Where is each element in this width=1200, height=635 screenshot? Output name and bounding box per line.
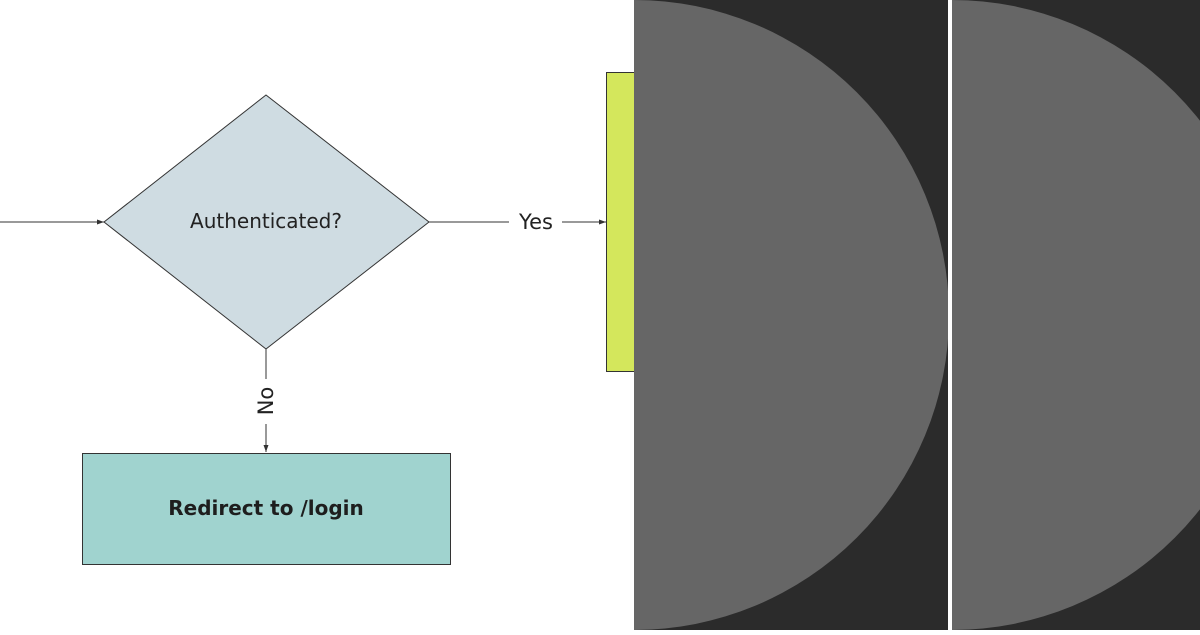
panel-divider [948,0,952,630]
yes-target-node[interactable] [606,72,637,372]
yes-edge-label: Yes [518,210,553,234]
half-disc-left [634,0,949,630]
half-disc-right [952,0,1200,630]
no-edge-label: No [254,387,278,416]
redirect-node[interactable] [82,453,451,565]
redirect-label: Redirect to /login [168,496,364,520]
decision-label: Authenticated? [190,209,342,233]
